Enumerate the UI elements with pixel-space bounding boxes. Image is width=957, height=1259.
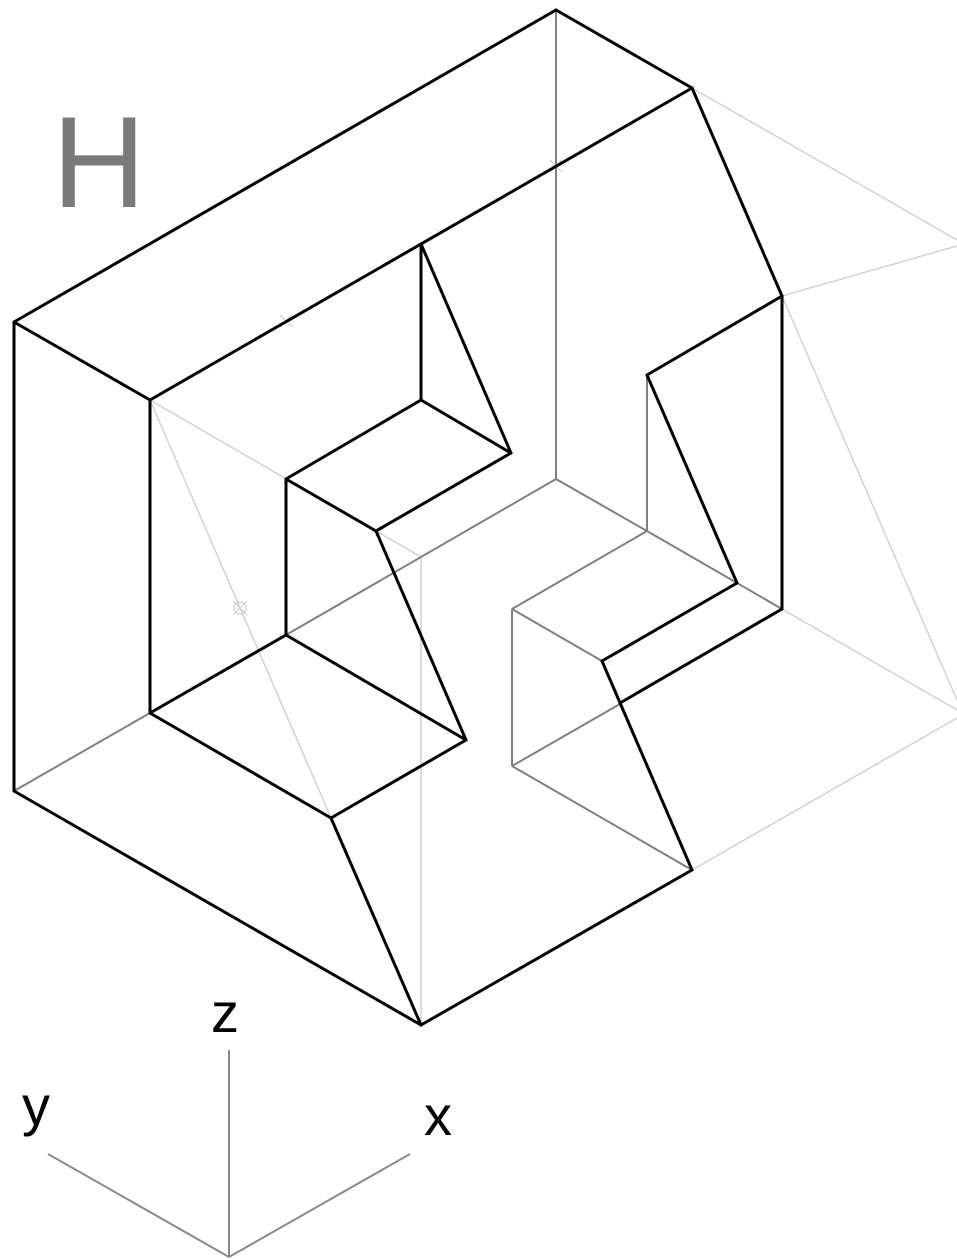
construction-lines: [149, 87, 957, 1025]
marker: [232, 600, 248, 616]
construction-markers: [232, 159, 563, 616]
construction-line: [691, 717, 957, 871]
visible-edge: [148, 633, 288, 715]
hidden-edges: [13, 10, 783, 871]
hidden-edge: [646, 530, 783, 610]
x-axis-label: x: [424, 1084, 452, 1147]
visible-edge: [600, 659, 694, 872]
visible-edge: [618, 607, 784, 705]
x-axis-line: [228, 1153, 411, 1258]
visible-edge: [374, 529, 468, 742]
visible-edge: [600, 581, 739, 663]
visible-edge: [12, 789, 423, 1027]
construction-line: [781, 245, 957, 297]
hidden-edge: [285, 478, 557, 636]
axis-triad: z y x: [22, 981, 452, 1258]
y-axis-label: y: [22, 1074, 50, 1137]
hidden-edge: [511, 608, 603, 662]
visible-edge: [645, 294, 784, 377]
hidden-edge: [511, 530, 648, 610]
visible-edge: [12, 320, 152, 402]
hidden-edge: [13, 712, 151, 792]
construction-line: [781, 608, 957, 711]
visible-edge: [284, 477, 378, 533]
visible-edge: [329, 816, 423, 1027]
visible-edges: [12, 8, 784, 1027]
construction-line: [691, 87, 957, 241]
visible-edge: [690, 86, 784, 298]
z-axis-label: z: [211, 981, 239, 1044]
visible-edge: [148, 711, 333, 820]
hidden-edge: [511, 765, 693, 871]
visible-edge: [329, 738, 468, 820]
visible-edge: [419, 398, 513, 455]
visible-edge: [284, 398, 423, 481]
visible-edge: [645, 373, 739, 585]
hidden-edge: [555, 478, 648, 532]
construction-line: [781, 295, 957, 701]
visible-edge: [419, 868, 694, 1027]
visible-edge: [12, 8, 558, 324]
y-axis-line: [47, 1153, 230, 1258]
visible-edge: [284, 633, 468, 742]
hidden-edge: [511, 703, 621, 767]
visible-edge: [419, 242, 513, 455]
visible-edge: [554, 8, 694, 90]
view-label: H: [52, 89, 146, 235]
visible-edge: [374, 451, 513, 533]
